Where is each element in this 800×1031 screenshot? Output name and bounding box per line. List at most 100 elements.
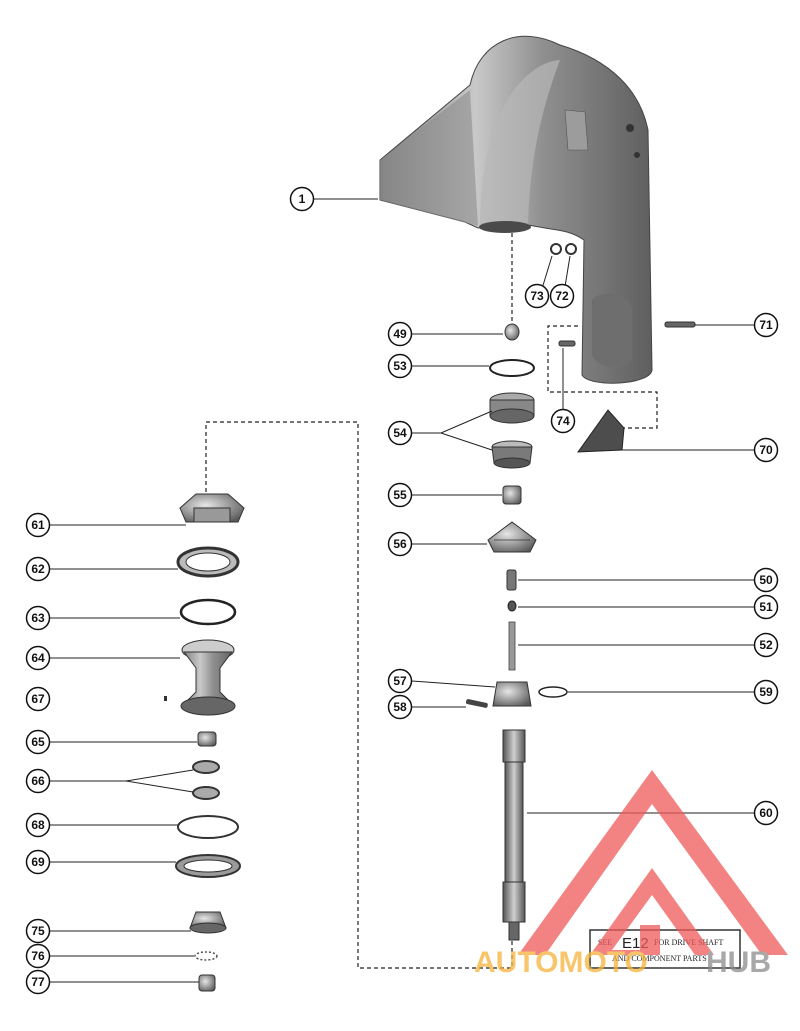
callout-circle	[25, 969, 51, 995]
callout-51: 51	[753, 594, 779, 620]
callout-71: 71	[753, 312, 779, 338]
part-59-retaining-ring	[538, 686, 568, 698]
callout-55: 55	[387, 482, 413, 508]
part-67-pin	[164, 696, 167, 701]
part-71-stud	[664, 321, 696, 328]
part-55-roller-bearing	[502, 485, 522, 505]
watermark-inner-mark	[590, 868, 714, 955]
callout-57: 57	[387, 668, 413, 694]
callout-number: 72	[555, 289, 569, 303]
callout-number: 62	[31, 562, 45, 576]
callout-circle	[387, 531, 413, 557]
callout-layer: 1 49 50 51 52 53 54 55 56 57 58 59 60 61 62 63 64 65 66 67 6…	[25, 186, 779, 995]
callout-56: 56	[387, 531, 413, 557]
callout-72: 72	[549, 283, 575, 309]
callout-number: 1	[299, 192, 306, 206]
callout-53: 53	[387, 353, 413, 379]
callout-number: 57	[393, 674, 407, 688]
callout-circle	[25, 849, 51, 875]
callout-49: 49	[387, 321, 413, 347]
callout-number: 77	[31, 975, 45, 989]
callout-circle	[25, 768, 51, 794]
part-75-bearing	[189, 911, 227, 934]
callout-circle	[550, 408, 576, 434]
part-76-shim	[194, 951, 218, 961]
callout-number: 64	[31, 651, 45, 665]
callout-circle	[387, 321, 413, 347]
callout-number: 55	[393, 488, 407, 502]
part-62-bearing-race	[176, 546, 240, 578]
callout-number: 76	[31, 949, 45, 963]
callout-number: 59	[759, 685, 773, 699]
part-64-bearing-carrier	[180, 639, 236, 716]
callout-75: 75	[25, 918, 51, 944]
callout-circle	[25, 918, 51, 944]
watermark-text-hub: HUB	[706, 946, 771, 979]
callout-number: 68	[31, 818, 45, 832]
part-57-clutch	[492, 681, 532, 707]
callout-62: 62	[25, 556, 51, 582]
callout-60: 60	[753, 800, 779, 826]
part-53-o-ring	[489, 359, 535, 377]
callout-number: 50	[759, 573, 773, 587]
part-61-forward-gear	[179, 493, 245, 523]
callout-number: 51	[759, 600, 773, 614]
part-58-cross-pin	[465, 699, 488, 708]
callout-number: 73	[530, 289, 544, 303]
callout-69: 69	[25, 849, 51, 875]
callout-circle	[387, 668, 413, 694]
callout-number: 66	[31, 774, 45, 788]
callout-number: 65	[31, 735, 45, 749]
callout-number: 74	[556, 414, 570, 428]
callout-circle	[25, 729, 51, 755]
callout-number: 61	[31, 518, 45, 532]
callout-73: 73	[524, 283, 550, 309]
part-69-thrust-washer	[175, 854, 241, 878]
callout-76: 76	[25, 943, 51, 969]
callout-68: 68	[25, 812, 51, 838]
callout-number: 70	[759, 443, 773, 457]
callout-circle	[25, 645, 51, 671]
callout-number: 60	[759, 806, 773, 820]
part-63-o-ring	[179, 598, 237, 626]
part-66-seal-lower	[192, 786, 220, 800]
callout-number: 56	[393, 537, 407, 551]
part-70-anode	[576, 409, 625, 453]
callout-50: 50	[753, 567, 779, 593]
watermark-outer-triangle	[518, 770, 788, 955]
callout-number: 63	[31, 611, 45, 625]
callout-number: 67	[31, 692, 45, 706]
callout-circle	[753, 567, 779, 593]
callout-63: 63	[25, 605, 51, 631]
part-68-retaining-ring	[177, 815, 239, 839]
callout-54: 54	[387, 420, 413, 446]
callout-61: 61	[25, 512, 51, 538]
part-56-pinion-gear	[487, 521, 537, 553]
callout-59: 59	[753, 679, 779, 705]
callout-circle	[387, 353, 413, 379]
callout-circle	[387, 694, 413, 720]
callout-circle	[25, 556, 51, 582]
callout-circle	[753, 312, 779, 338]
gear-housing-part	[379, 35, 653, 384]
callout-66: 66	[25, 768, 51, 794]
callout-circle	[387, 420, 413, 446]
callout-circle	[25, 812, 51, 838]
callout-58: 58	[387, 694, 413, 720]
callout-67: 67	[25, 686, 51, 712]
callout-circle	[25, 512, 51, 538]
callout-number: 52	[759, 638, 773, 652]
part-66-seal-upper	[192, 760, 220, 774]
callout-65: 65	[25, 729, 51, 755]
callout-circle	[387, 482, 413, 508]
callout-70: 70	[753, 437, 779, 463]
callout-circle	[753, 594, 779, 620]
part-65-roller-bearing	[197, 731, 217, 747]
callout-circle	[25, 686, 51, 712]
automotohub-watermark: AUTOMOTO HUB	[474, 770, 788, 979]
callout-circle	[753, 679, 779, 705]
watermark-text-automoto: AUTOMOTO	[474, 946, 648, 979]
callout-number: 75	[31, 924, 45, 938]
part-51-ball	[507, 600, 517, 612]
